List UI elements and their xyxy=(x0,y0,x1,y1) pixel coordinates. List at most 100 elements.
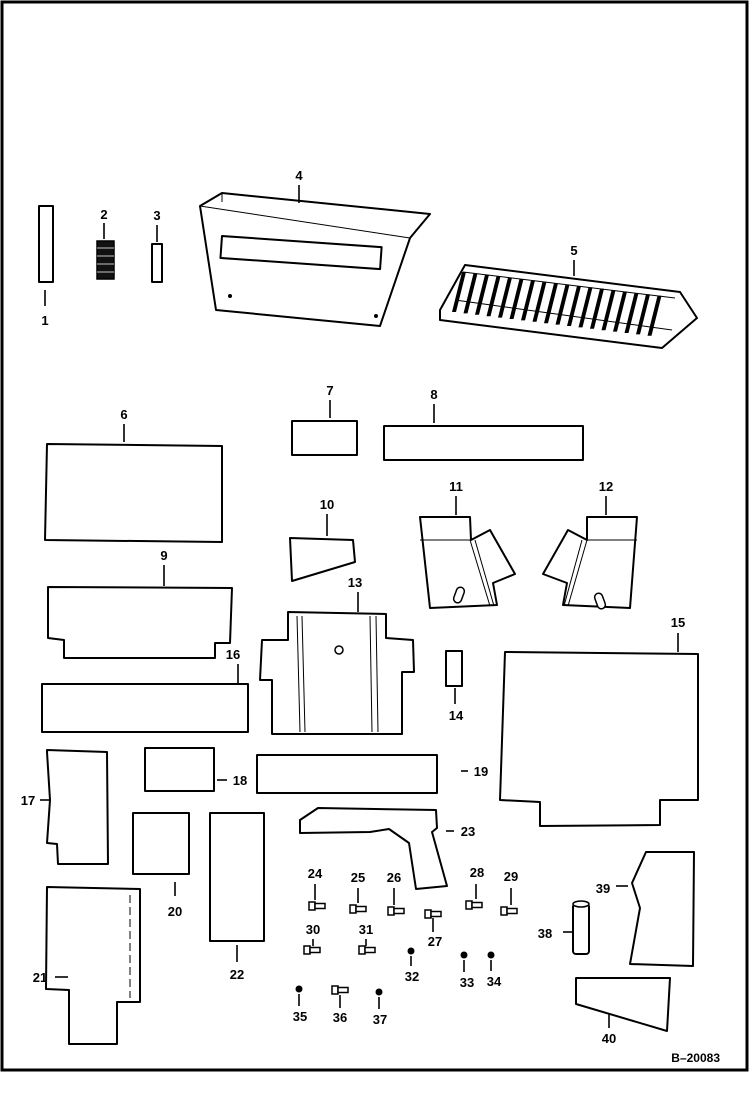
nut-33 xyxy=(460,951,468,959)
part-23 xyxy=(299,807,448,890)
grille-slat xyxy=(521,280,535,321)
callout-9: 9 xyxy=(160,548,167,563)
part-6 xyxy=(44,443,223,543)
bolt-36 xyxy=(331,985,349,995)
bolt-28 xyxy=(465,900,483,910)
part-22 xyxy=(209,812,265,942)
part-17 xyxy=(46,749,109,865)
grille-slat xyxy=(486,276,501,317)
callout-1: 1 xyxy=(41,313,48,328)
bolt-30 xyxy=(303,945,321,955)
part-5 xyxy=(439,264,698,349)
callout-19: 19 xyxy=(474,764,488,779)
grille-slat xyxy=(498,277,512,318)
grille-slat xyxy=(590,288,604,329)
callout-23: 23 xyxy=(461,824,475,839)
part-8 xyxy=(383,425,584,461)
nut-35 xyxy=(295,985,303,993)
hardware-fasteners xyxy=(295,884,518,1009)
grille-slat xyxy=(463,273,478,314)
callout-6: 6 xyxy=(120,407,127,422)
callout-35: 35 xyxy=(293,1009,307,1024)
bolt-31 xyxy=(358,945,376,955)
grille-slat xyxy=(532,281,547,322)
callout-14: 14 xyxy=(449,708,464,723)
callout-30: 30 xyxy=(306,922,320,937)
callout-5: 5 xyxy=(570,243,577,258)
part-1 xyxy=(38,205,54,283)
callout-11: 11 xyxy=(449,479,463,494)
part-2 xyxy=(96,240,115,280)
callout-2: 2 xyxy=(100,207,107,222)
callout-24: 24 xyxy=(308,866,323,881)
callout-32: 32 xyxy=(405,969,419,984)
bolt-26 xyxy=(387,906,405,916)
grille-slat xyxy=(555,284,570,325)
callout-29: 29 xyxy=(504,869,518,884)
part-9 xyxy=(47,586,233,659)
callout-38: 38 xyxy=(538,926,552,941)
part-3 xyxy=(151,243,163,283)
callout-40: 40 xyxy=(602,1031,616,1046)
diagram-frame xyxy=(0,0,749,1072)
callout-20: 20 xyxy=(168,904,182,919)
callout-37: 37 xyxy=(373,1012,387,1027)
part-14 xyxy=(445,650,463,687)
callout-8: 8 xyxy=(430,387,437,402)
grille-slat xyxy=(647,295,662,336)
bolt-25 xyxy=(349,904,367,914)
callout-26: 26 xyxy=(387,870,401,885)
callout-39: 39 xyxy=(596,881,610,896)
bolt-27 xyxy=(424,909,442,919)
grille-slat xyxy=(567,286,581,326)
callout-34: 34 xyxy=(487,974,502,989)
callout-22: 22 xyxy=(230,967,244,982)
callout-17: 17 xyxy=(21,793,35,808)
callout-13: 13 xyxy=(348,575,362,590)
part-5-slats xyxy=(452,272,662,336)
callout-3: 3 xyxy=(153,208,160,223)
grille-slat xyxy=(636,294,650,335)
part-10 xyxy=(289,537,356,582)
nut-32 xyxy=(407,947,415,955)
part-18 xyxy=(144,747,215,792)
part-40 xyxy=(575,977,671,1032)
callout-36: 36 xyxy=(333,1010,347,1025)
nut-34 xyxy=(487,951,495,959)
part-4 xyxy=(199,192,431,327)
callout-27: 27 xyxy=(428,934,442,949)
grille-slat xyxy=(613,291,627,332)
callout-31: 31 xyxy=(359,922,373,937)
part-20 xyxy=(132,812,190,875)
part-11 xyxy=(419,516,516,609)
callout-21: 21 xyxy=(33,970,47,985)
part-13 xyxy=(259,611,415,735)
part-16 xyxy=(41,683,249,733)
grille-slat xyxy=(509,279,524,319)
callout-12: 12 xyxy=(599,479,613,494)
nut-37 xyxy=(375,988,383,996)
grille-slat xyxy=(624,293,639,333)
grille-slat xyxy=(452,272,466,312)
part-7 xyxy=(291,420,358,456)
grille-slat xyxy=(544,283,558,324)
bolt-29 xyxy=(500,906,518,916)
drawing-reference: B–20083 xyxy=(671,1051,720,1065)
part-38 xyxy=(572,900,590,955)
callout-28: 28 xyxy=(470,865,484,880)
grille-slat xyxy=(601,290,616,331)
part-39 xyxy=(629,851,695,967)
callout-7: 7 xyxy=(326,383,333,398)
callout-10: 10 xyxy=(320,497,334,512)
callout-4: 4 xyxy=(295,168,303,183)
callout-16: 16 xyxy=(226,647,240,662)
callout-25: 25 xyxy=(351,870,365,885)
callout-18: 18 xyxy=(233,773,247,788)
callout-33: 33 xyxy=(460,975,474,990)
bolt-24 xyxy=(308,901,326,911)
part-19 xyxy=(256,754,438,794)
grille-slat xyxy=(578,287,593,328)
part-12 xyxy=(542,516,638,610)
part-15 xyxy=(499,651,699,827)
